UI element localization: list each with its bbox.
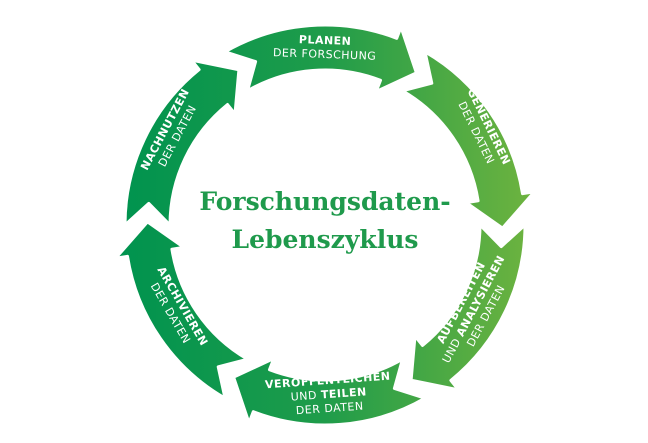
title-line-1: Forschungsdaten- — [199, 187, 450, 216]
arrow-segment-aufbereiten — [409, 223, 527, 392]
arrow-segment-nachnutzen — [123, 58, 241, 227]
stage-veroeffentlichen-sub: DER DATEN — [295, 400, 364, 418]
arrow-segment-generieren — [401, 50, 536, 230]
stage-teilen-bold: TEILEN — [321, 385, 368, 401]
cycle-ring — [114, 23, 536, 427]
stage-veroeffentlichen: VERÖFFENTLICHEN UND TEILEN DER DATEN — [265, 369, 391, 418]
stage-veroeffentlichen-und: UND — [290, 389, 321, 404]
arrow-segment-archivieren — [114, 220, 249, 400]
stage-planen-sub: DER FORSCHUNG — [273, 46, 377, 63]
stage-planen-bold: PLANEN — [299, 33, 352, 48]
stage-planen: PLANEN DER FORSCHUNG — [273, 33, 377, 63]
arrow-segment-planen — [223, 23, 418, 93]
title-line-2: Lebenszyklus — [232, 225, 419, 254]
stage-veroeffentlichen-line2: UND TEILEN — [290, 385, 367, 403]
arrow-segment-veroeffentlichen — [232, 357, 427, 427]
